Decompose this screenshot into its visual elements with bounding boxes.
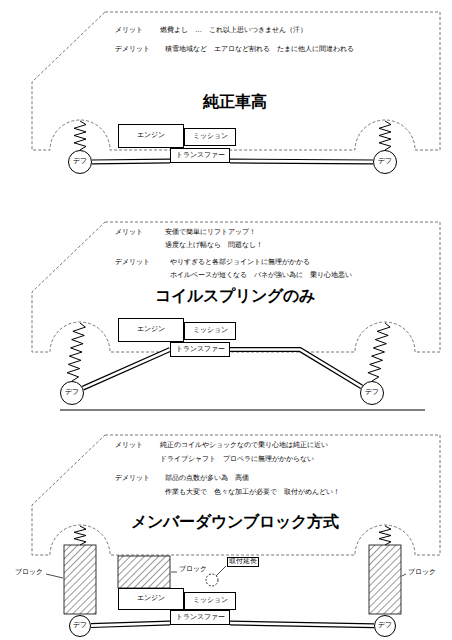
leader-line [216,566,226,576]
coil-spring [379,526,391,545]
note-text: デメリット [115,258,150,266]
note-text: 積雪地域など エアロなど割れる たまに他人に間違われる [165,45,354,53]
shaft-inner [230,350,362,387]
note-text: ホイルベースが短くなる バネが強い為に 乗り心地悪い [170,271,352,279]
ground-line [60,410,425,411]
drivetrain-box: トランスファー [170,610,230,625]
part-label: ブロック [407,569,437,577]
part-label: デフ [365,389,379,396]
part-label: ブロック [14,569,44,577]
member-block [118,556,170,588]
part-label: デフ [73,158,87,165]
propeller-shaft [92,161,170,163]
shaft-inner [230,160,373,163]
panel-title: 純正車高 [203,92,267,111]
drivetrain-box: ミッション [184,322,236,340]
note-text: やりすぎると各部ジョイントに無理がかかる [170,258,310,266]
coil-spring [74,121,86,150]
note-text: 適度な上げ幅なら 問題なし！ [165,241,263,249]
leader-line [402,574,406,576]
lift-block [369,545,401,614]
coil-spring [379,121,391,150]
part-label: エンジン [137,132,165,139]
note-text: 純正のコイルやショックなので乗り心地は純正に近い [160,441,328,449]
differential-circle: デフ [60,381,84,405]
van-outline [32,435,440,555]
part-label: トランスファー [176,346,225,353]
shaft-inner [92,160,170,163]
note-text: ドライブシャフト プロペラに無理がかからない [160,455,314,463]
van-panel: メリット 安価で簡単にリフトアップ！ 適度な上げ幅なら 問題なし！ デメリット やりすぎ… [32,222,440,352]
note-text: メリット [115,441,143,449]
van-panel: メリット 燃費よし … これ以上思いつきません（汗） デメリット 積雪地域など エアロ… [32,12,440,150]
shaft-outline [230,350,362,387]
note-text: 部品の点数が多い為 高価 [165,474,249,482]
coil-spring [74,526,86,545]
drivetrain-box: エンジン [118,588,184,610]
differential-circle: デフ [360,381,384,405]
drivetrain-box: トランスファー [170,342,230,357]
part-label: ミッション [193,597,228,604]
part-label: デフ [378,158,392,165]
part-label: ブロック [178,566,208,574]
propeller-shaft [230,623,374,626]
shaft-inner [83,350,170,389]
van-panel: メリット 純正のコイルやショックなので乗り心地は純正に近いドライブシャフト プロペ… [32,435,440,555]
van-outline [32,12,440,150]
propeller-shaft [230,161,373,163]
panel-title: コイルスプリングのみ [155,286,315,305]
differential-circle: デフ [69,615,91,637]
note-text: 作業も大変で 色々な加工が必要で 取付がめんどい！ [165,488,340,496]
shaft-outline [83,350,170,389]
note-text: メリット [115,228,143,236]
note-text: デメリット [115,474,150,482]
shaft-inner [91,623,170,626]
coil-spring [67,323,85,381]
differential-circle: デフ [373,150,397,174]
drivetrain-box: エンジン [118,318,184,342]
drivetrain-box: エンジン [118,124,184,148]
part-label: ミッション [193,327,228,334]
shaft-outline [230,623,374,626]
van-outline [32,222,440,352]
lift-block [64,545,96,614]
part-label: デフ [73,622,87,629]
part-label: トランスファー [176,614,225,621]
drivetrain-box: トランスファー [170,148,230,163]
differential-circle: デフ [68,150,92,174]
propeller-shaft [230,350,362,387]
note-text: メリット [115,26,143,34]
part-label: デフ [378,622,392,629]
note-text: デメリット [115,45,150,53]
leader-line [171,572,177,573]
differential-circle: デフ [374,615,396,637]
part-label: ミッション [193,133,228,140]
propeller-shaft [83,350,170,389]
note-text: 安価で簡単にリフトアップ！ [165,228,256,236]
drivetrain-box: ミッション [184,128,236,146]
shaft-outline [92,159,170,165]
shaft-outline [91,623,170,626]
part-label: トランスファー [176,152,225,159]
part-label: デフ [65,389,79,396]
propeller-shaft [91,623,170,626]
leader-line [46,574,63,578]
coil-spring [368,323,390,381]
panel-title: メンバーダウンブロック方式 [131,512,339,531]
part-label: エンジン [137,326,165,333]
shaft-inner [230,623,374,626]
note-text: 燃費よし … これ以上思いつきません（汗） [160,26,307,34]
drivetrain-box: ミッション [184,592,236,610]
callout-box: 取付延長 [227,557,259,567]
part-label: エンジン [137,595,165,602]
shaft-outline [230,159,373,165]
